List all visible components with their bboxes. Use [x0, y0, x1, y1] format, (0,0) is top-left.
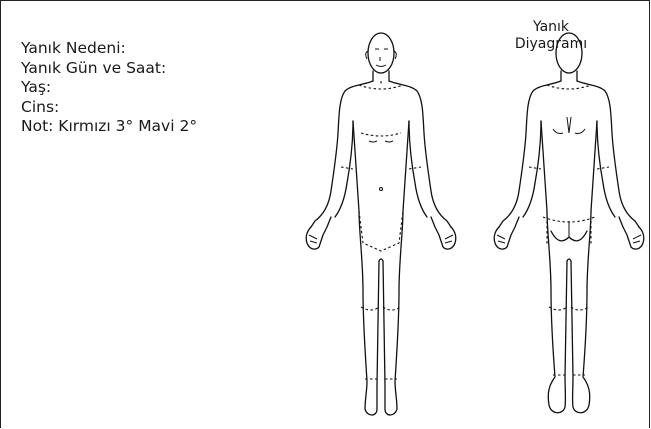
burn-datetime-label: Yanık Gün ve Saat:: [21, 59, 197, 79]
back-body-diagram: [489, 21, 649, 426]
burn-cause-label: Yanık Nedeni:: [21, 39, 197, 59]
patient-info-fields: Yanık Nedeni: Yanık Gün ve Saat: Yaş: Ci…: [21, 39, 197, 137]
color-note-label: Not: Kırmızı 3° Mavi 2°: [21, 117, 197, 137]
age-label: Yaş:: [21, 78, 197, 98]
gender-label: Cins:: [21, 98, 197, 118]
front-body-diagram: [301, 21, 461, 426]
